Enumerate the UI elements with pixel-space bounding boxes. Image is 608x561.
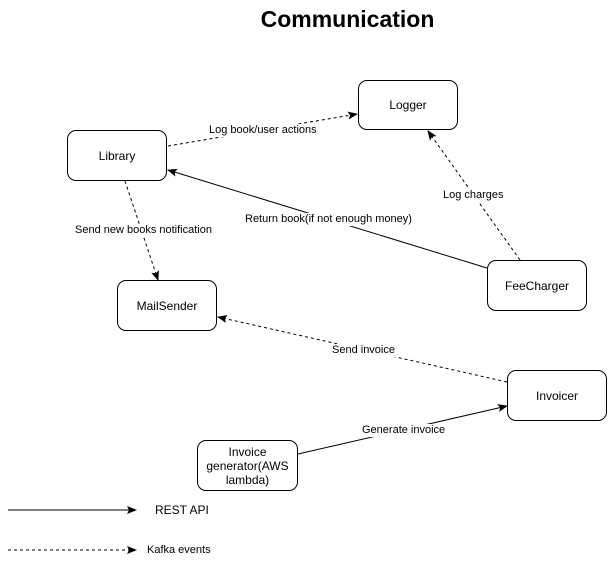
edge-library-logger — [167, 111, 358, 147]
legend-kafka-label: Kafka events — [147, 544, 211, 556]
node-library: Library — [67, 130, 167, 181]
node-logger: Logger — [358, 80, 458, 130]
edge-library-mailsender — [124, 180, 159, 281]
legend-rest-label: REST API — [155, 503, 209, 517]
page-title: Communication — [260, 6, 435, 32]
edge-label-log-charges: Log charges — [442, 189, 505, 202]
node-invoice-generator: Invoice generator(AWS lambda) — [197, 440, 298, 491]
node-feecharger: FeeCharger — [487, 260, 587, 311]
edge-label-return-book: Return book(if not enough money) — [244, 213, 413, 226]
edge-invoicer-mailsender — [217, 315, 508, 383]
node-mailsender: MailSender — [117, 280, 217, 331]
edge-label-log-actions: Log book/user actions — [208, 124, 318, 137]
node-invoicer: Invoicer — [507, 370, 607, 421]
edge-label-send-invoice: Send invoice — [331, 344, 396, 357]
edge-label-send-notification: Send new books notification — [74, 224, 213, 237]
edge-label-generate-invoice: Generate invoice — [361, 424, 447, 437]
